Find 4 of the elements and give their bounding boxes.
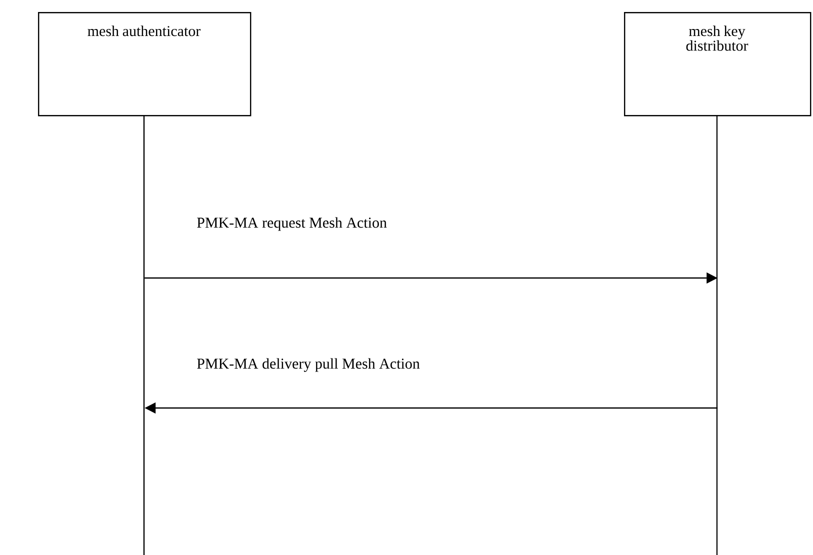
message-label: PMK-MA request Mesh Action — [197, 217, 387, 231]
actor-box: mesh authenticator — [38, 12, 252, 116]
message-label: PMK-MA delivery pull Mesh Action — [197, 358, 420, 372]
actor-box: mesh key distributor — [624, 12, 812, 116]
